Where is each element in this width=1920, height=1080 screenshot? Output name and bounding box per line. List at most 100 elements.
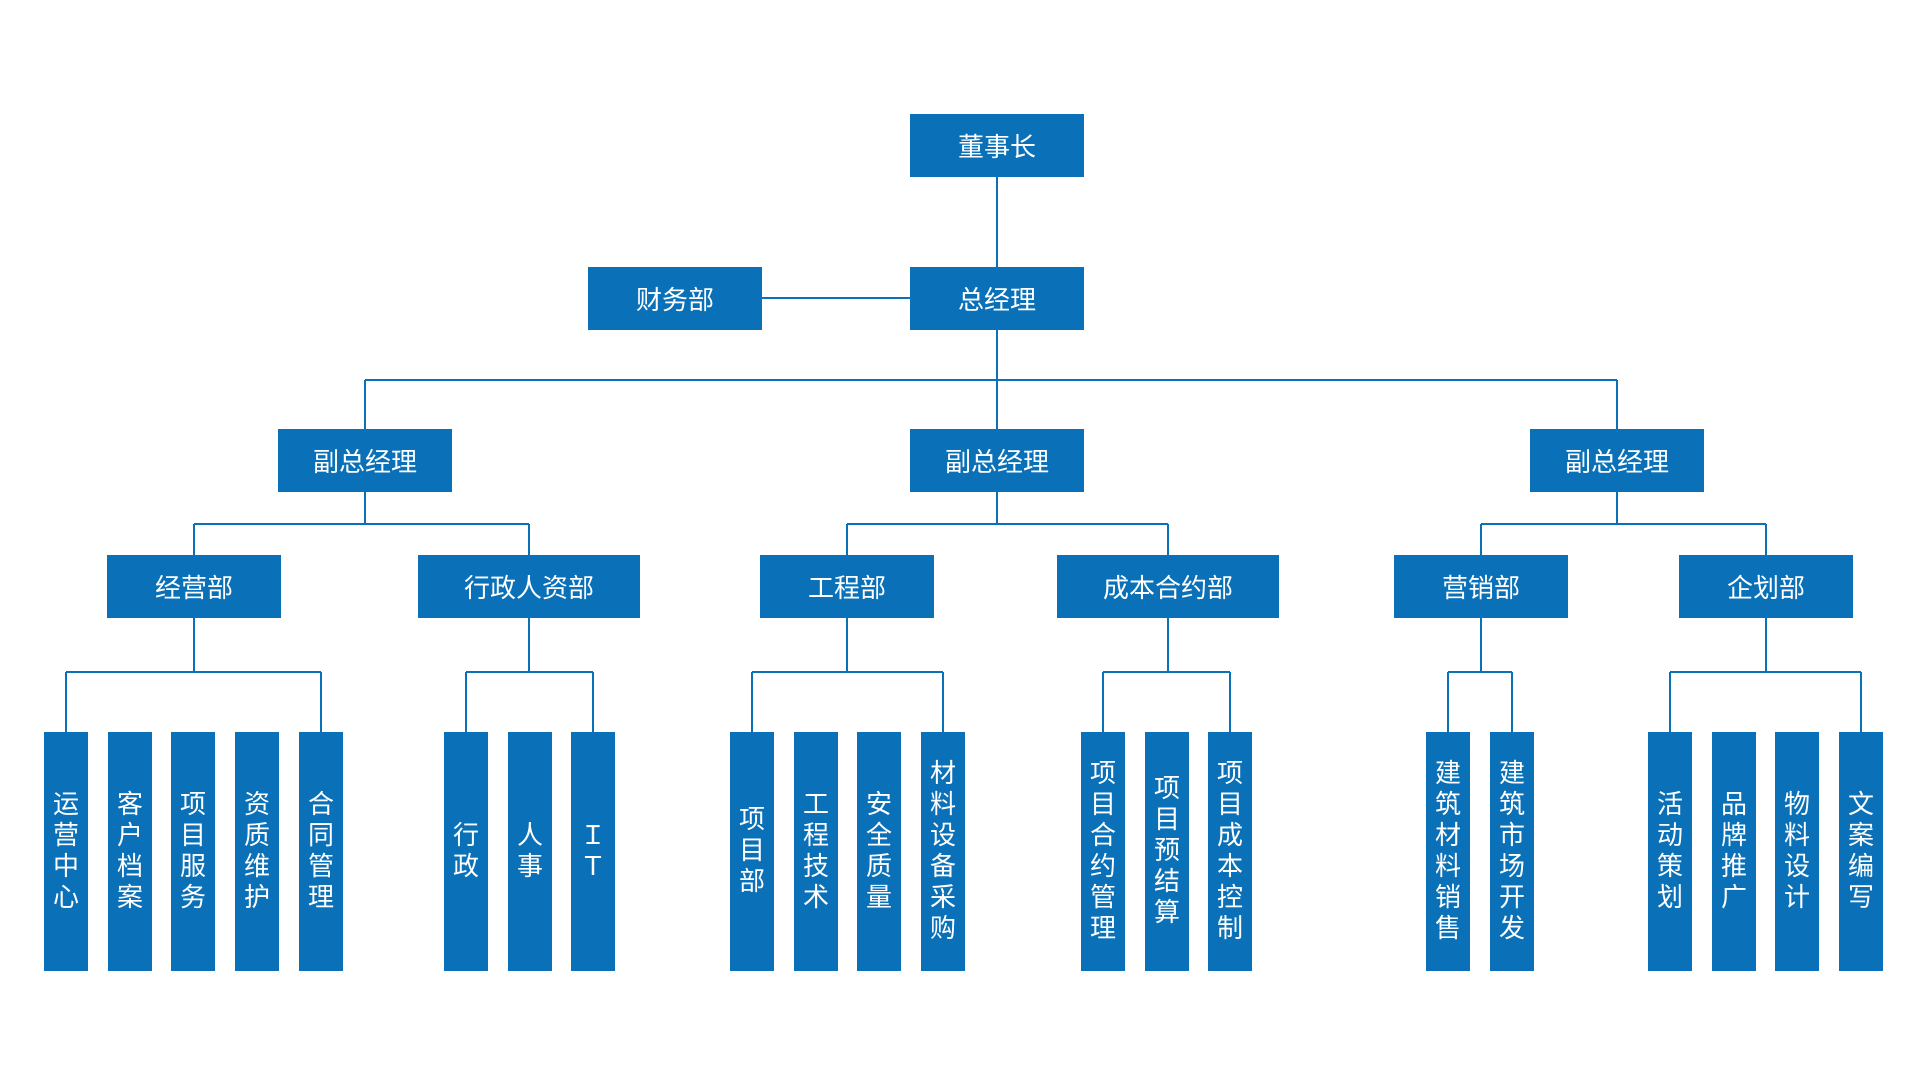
leaf-char: 客: [116, 789, 143, 820]
leaf-char: 理: [1089, 913, 1116, 944]
leaf-char: 目: [1089, 789, 1116, 820]
node-vp-left: 副总经理: [278, 429, 452, 492]
leaf-char: 项: [738, 805, 765, 835]
leaf-char: 场: [1498, 851, 1525, 882]
node-team-planning-4: 文案编写: [1839, 732, 1883, 971]
leaf-char: 管: [1089, 882, 1116, 913]
node-team-business-3: 项目服务: [171, 732, 215, 971]
leaf-char: 程: [802, 820, 829, 851]
leaf-char: 策: [1656, 851, 1683, 882]
leaf-char: 划: [1656, 882, 1683, 913]
leaf-char: 工: [802, 789, 829, 820]
leaf-char: 事: [516, 851, 543, 882]
leaf-char: 材: [929, 758, 956, 789]
leaf-char: 项: [1089, 758, 1116, 789]
node-dept-admin-hr: 行政人资部: [418, 555, 640, 618]
node-team-planning-2: 品牌推广: [1712, 732, 1756, 971]
leaf-char: 开: [1498, 882, 1525, 913]
leaf-char: 术: [802, 882, 829, 913]
node-general-manager: 总经理: [910, 267, 1084, 330]
leaf-char: 户: [116, 820, 143, 851]
leaf-char: 约: [1089, 851, 1116, 882]
node-team-business-5: 合同管理: [299, 732, 343, 971]
node-team-marketing-2: 建筑市场开发: [1490, 732, 1534, 971]
leaf-char: 管: [307, 851, 334, 882]
leaf-char: 技: [802, 851, 829, 882]
leaf-char: 计: [1783, 882, 1810, 913]
node-team-cost-contract-1: 项目合约管理: [1081, 732, 1125, 971]
leaf-char: 项: [1153, 774, 1180, 804]
leaf-char: 发: [1498, 913, 1525, 944]
leaf-char: 本: [1216, 851, 1243, 882]
leaf-char: 购: [929, 913, 956, 944]
leaf-char: 料: [1434, 851, 1461, 882]
leaf-char: 案: [116, 882, 143, 913]
leaf-char: 中: [52, 851, 79, 882]
leaf-char: 护: [243, 882, 270, 913]
leaf-char: 营: [52, 820, 79, 851]
leaf-char: 材: [1434, 820, 1461, 851]
leaf-char: Ｔ: [579, 851, 606, 882]
node-team-engineering-1: 项目部: [730, 732, 774, 971]
node-vp-middle: 副总经理: [910, 429, 1084, 492]
leaf-char: 务: [179, 882, 206, 913]
leaf-char: 项: [1216, 758, 1243, 789]
leaf-char: 质: [865, 851, 892, 882]
leaf-char: 目: [179, 820, 206, 851]
leaf-char: 理: [307, 882, 334, 913]
leaf-char: 备: [929, 851, 956, 882]
node-team-admin-hr-2: 人事: [508, 732, 552, 971]
leaf-char: 广: [1720, 882, 1747, 913]
leaf-char: 运: [52, 789, 79, 820]
leaf-char: 心: [52, 882, 79, 913]
leaf-char: 品: [1720, 789, 1747, 820]
node-team-cost-contract-2: 项目预结算: [1145, 732, 1189, 971]
leaf-char: 料: [929, 789, 956, 820]
node-dept-cost-contract: 成本合约部: [1057, 555, 1279, 618]
node-team-business-4: 资质维护: [235, 732, 279, 971]
node-team-admin-hr-1: 行政: [444, 732, 488, 971]
leaf-char: 案: [1847, 820, 1874, 851]
leaf-char: 牌: [1720, 820, 1747, 851]
node-team-engineering-3: 安全质量: [857, 732, 901, 971]
leaf-char: 成: [1216, 820, 1243, 851]
leaf-char: 目: [738, 836, 765, 866]
node-finance: 财务部: [588, 267, 762, 330]
leaf-char: 推: [1720, 851, 1747, 882]
node-team-marketing-1: 建筑材料销售: [1426, 732, 1470, 971]
leaf-char: 算: [1153, 898, 1180, 928]
node-chairman: 董事长: [910, 114, 1084, 177]
node-dept-business: 经营部: [107, 555, 281, 618]
node-team-engineering-2: 工程技术: [794, 732, 838, 971]
leaf-char: 部: [738, 867, 765, 897]
leaf-char: 采: [929, 882, 956, 913]
node-dept-engineering: 工程部: [760, 555, 934, 618]
leaf-char: 合: [307, 789, 334, 820]
leaf-char: 人: [516, 820, 543, 851]
node-team-business-1: 运营中心: [44, 732, 88, 971]
leaf-char: 设: [1783, 851, 1810, 882]
leaf-char: 控: [1216, 882, 1243, 913]
leaf-char: 设: [929, 820, 956, 851]
leaf-char: 结: [1153, 867, 1180, 897]
leaf-char: 预: [1153, 836, 1180, 866]
leaf-char: 市: [1498, 820, 1525, 851]
leaf-char: 销: [1434, 882, 1461, 913]
node-dept-planning: 企划部: [1679, 555, 1853, 618]
node-dept-marketing: 营销部: [1394, 555, 1568, 618]
leaf-char: 目: [1216, 789, 1243, 820]
leaf-char: 写: [1847, 882, 1874, 913]
node-vp-right: 副总经理: [1530, 429, 1704, 492]
leaf-char: Ｉ: [579, 820, 606, 851]
leaf-char: 制: [1216, 913, 1243, 944]
leaf-char: 售: [1434, 913, 1461, 944]
leaf-char: 建: [1434, 758, 1461, 789]
node-team-business-2: 客户档案: [108, 732, 152, 971]
leaf-char: 同: [307, 820, 334, 851]
leaf-char: 维: [243, 851, 270, 882]
leaf-char: 项: [179, 789, 206, 820]
node-team-planning-3: 物料设计: [1775, 732, 1819, 971]
